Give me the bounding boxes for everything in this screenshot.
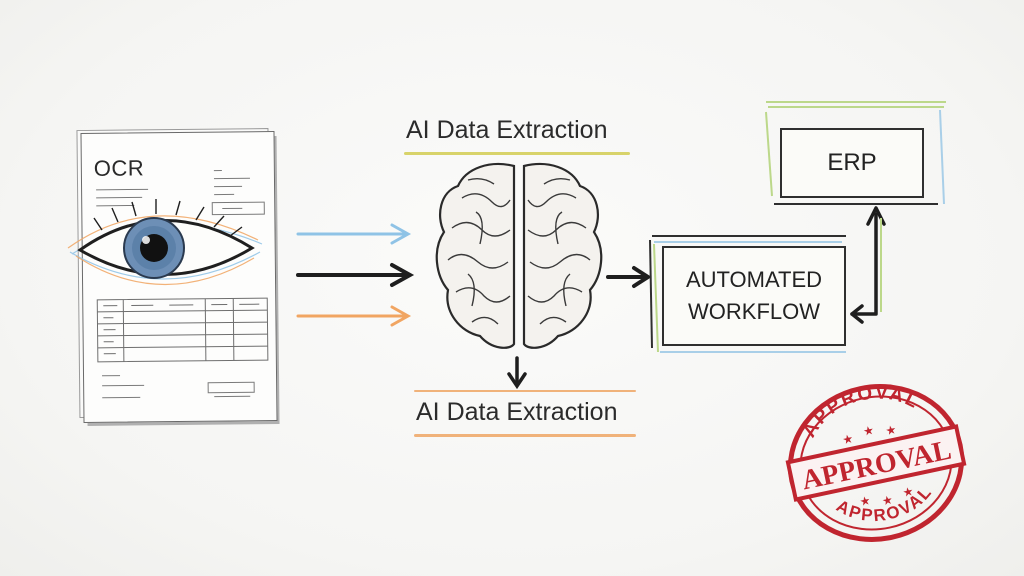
svg-text:★: ★	[858, 493, 871, 509]
svg-text:★: ★	[901, 484, 914, 500]
arrow-black	[296, 263, 415, 287]
ocr-document: OCR	[80, 130, 278, 424]
svg-text:★: ★	[881, 492, 894, 508]
erp-box: ERP	[780, 128, 924, 198]
approval-stamp-icon: APPROVAL APPROVAL ★★★ ★★★ APPROVAL	[785, 378, 967, 542]
workflow-box-sketch	[649, 235, 846, 353]
erp-box-sketch	[765, 101, 946, 205]
input-arrows	[296, 223, 415, 327]
arrow-down	[507, 356, 527, 390]
svg-text:★: ★	[841, 431, 854, 447]
underline-top	[404, 152, 630, 155]
arrow-to-erp	[850, 206, 886, 324]
svg-text:★: ★	[862, 423, 875, 439]
arrow-orange	[296, 305, 412, 327]
overline-bottom	[414, 390, 636, 392]
brain-icon	[435, 162, 603, 349]
svg-text:★: ★	[884, 422, 897, 438]
arrow-blue	[296, 223, 412, 245]
workflow-box: AUTOMATED WORKFLOW	[662, 246, 846, 346]
workflow-label-line2: WORKFLOW	[688, 299, 820, 324]
underline-bottom	[414, 434, 636, 437]
arrow-to-workflow	[606, 266, 652, 288]
ai-extraction-label-bottom: AI Data Extraction	[416, 398, 618, 426]
svg-text:APPROVAL: APPROVAL	[792, 378, 928, 444]
workflow-label-line1: AUTOMATED	[685, 267, 823, 292]
eye-icon	[67, 199, 263, 286]
ai-extraction-label-top: AI Data Extraction	[406, 116, 608, 144]
erp-label: ERP	[827, 149, 877, 176]
document-scribbles	[96, 170, 269, 399]
stamp-arc-top: APPROVAL	[792, 378, 928, 444]
document-table	[96, 297, 269, 363]
